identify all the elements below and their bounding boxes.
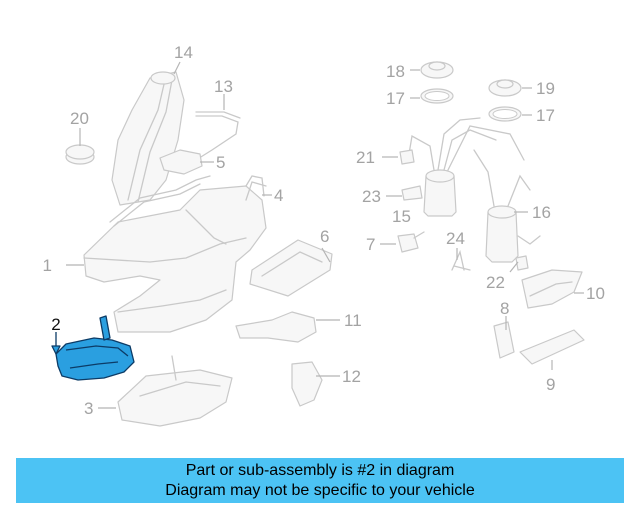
part-12-shield (291, 361, 323, 407)
callout-leaders (51, 61, 584, 409)
callout-18: 18 (386, 62, 405, 81)
callout-17-left: 17 (386, 89, 405, 108)
part-3-lower-guard (117, 355, 233, 427)
part-16-sender-assembly (473, 149, 541, 263)
part-6-heat-shield (249, 239, 333, 297)
part-7-valve (397, 231, 425, 253)
part-18-lock-ring (420, 61, 454, 79)
callout-15: 15 (392, 207, 411, 226)
callout-22: 22 (486, 273, 505, 292)
part-5-cover (159, 149, 203, 175)
part-11-bracket (235, 311, 317, 343)
callout-4: 4 (274, 186, 283, 205)
part-9-rail (519, 329, 585, 365)
callout-23: 23 (362, 187, 381, 206)
banner-line-disclaimer: Diagram may not be specific to your vehi… (165, 482, 475, 499)
callout-11: 11 (344, 311, 362, 330)
parts-diagram: 1 2 3 4 5 6 7 8 9 10 11 12 13 14 15 16 1… (43, 43, 605, 427)
callout-13: 13 (214, 77, 233, 96)
callout-21: 21 (356, 148, 375, 167)
callout-9: 9 (546, 375, 555, 394)
callout-19: 19 (536, 79, 555, 98)
callout-12: 12 (342, 367, 361, 386)
callout-24: 24 (446, 229, 465, 248)
callout-14: 14 (174, 43, 193, 62)
callout-6: 6 (320, 227, 329, 246)
part-23-filter (401, 185, 423, 201)
part-17-seal-right (488, 106, 522, 122)
part-2-highlighted (55, 315, 135, 381)
part-10-shield (521, 269, 583, 309)
part-14-filler-neck (111, 71, 185, 206)
part-4-bracket (245, 175, 265, 197)
callout-20: 20 (70, 109, 89, 128)
callout-8: 8 (500, 299, 509, 318)
part-1-fuel-tank (83, 175, 267, 333)
callout-2: 2 (51, 315, 60, 334)
part-22-sensor (515, 255, 529, 271)
part-20-seal-ring (65, 144, 95, 165)
info-banner: Part or sub-assembly is #2 in diagram Di… (16, 458, 624, 503)
callout-5: 5 (216, 153, 225, 172)
part-8-bracket (493, 321, 515, 359)
callout-16: 16 (532, 203, 551, 222)
callout-10: 10 (586, 284, 605, 303)
part-13-breather-line (195, 111, 241, 161)
part-24-bracket (451, 249, 471, 271)
callout-1: 1 (43, 256, 52, 275)
callout-7: 7 (366, 235, 375, 254)
callout-3: 3 (84, 399, 93, 418)
banner-line-part: Part or sub-assembly is #2 in diagram (185, 462, 455, 479)
part-21-clip (399, 149, 415, 165)
part-19-lock-ring (488, 79, 522, 97)
part-15-pump-assembly (407, 117, 525, 217)
callout-17-right: 17 (536, 106, 555, 125)
part-17-seal-left (420, 88, 454, 104)
